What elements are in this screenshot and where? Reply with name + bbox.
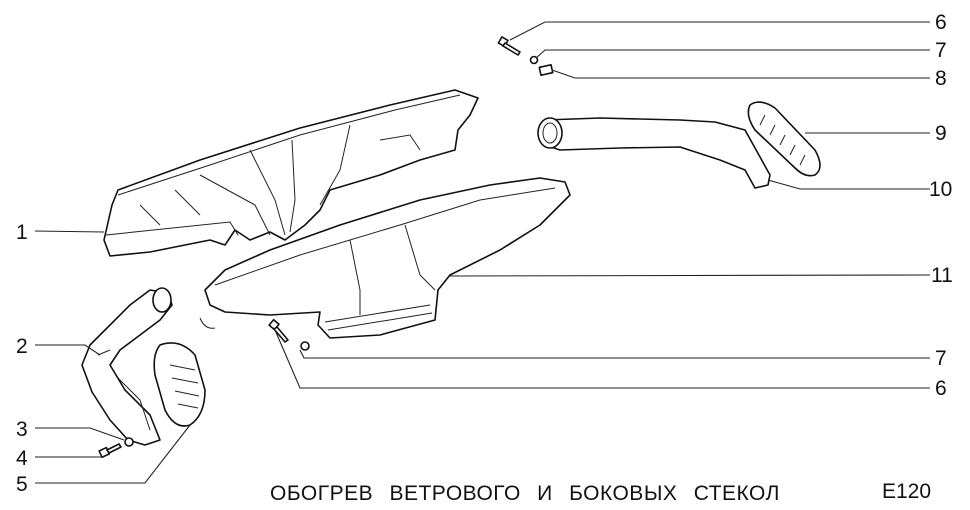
- part-6-screw-top: [497, 36, 521, 56]
- part-3-washer: [124, 437, 134, 447]
- callout-11: 11: [931, 264, 953, 287]
- part-10-right-duct: [537, 117, 771, 189]
- callout-3: 3: [16, 418, 28, 441]
- part-8-clip: [538, 64, 554, 76]
- callout-8: 8: [935, 67, 947, 90]
- part-9-right-vent-grille: [747, 101, 821, 177]
- callout-6-top: 6: [935, 11, 947, 34]
- part-7-washer-bottom: [300, 341, 310, 351]
- diagram-title: ОБОГРЕВ ВЕТРОВОГО И БОКОВЫХ СТЕКОЛ: [270, 482, 780, 505]
- part-11-distribution-duct: [199, 177, 571, 339]
- callout-6-bottom: 6: [935, 377, 947, 400]
- part-2-left-duct: [81, 287, 173, 446]
- part-4-screw: [98, 443, 122, 459]
- callout-7-bottom: 7: [935, 347, 947, 370]
- callout-7-top: 7: [935, 39, 947, 62]
- callout-4: 4: [16, 447, 28, 470]
- diagram-code: E120: [882, 480, 932, 503]
- part-7-washer-top: [529, 55, 539, 65]
- callout-5: 5: [16, 473, 28, 496]
- callout-10: 10: [929, 178, 953, 201]
- part-6-screw-bottom: [268, 318, 289, 343]
- callout-2: 2: [16, 335, 28, 358]
- callout-1: 1: [16, 221, 28, 244]
- callout-9: 9: [935, 122, 947, 145]
- leader-lines: [34, 21, 931, 484]
- part-1-defroster-duct: [103, 89, 479, 257]
- part-5-left-vent-grille: [153, 342, 206, 427]
